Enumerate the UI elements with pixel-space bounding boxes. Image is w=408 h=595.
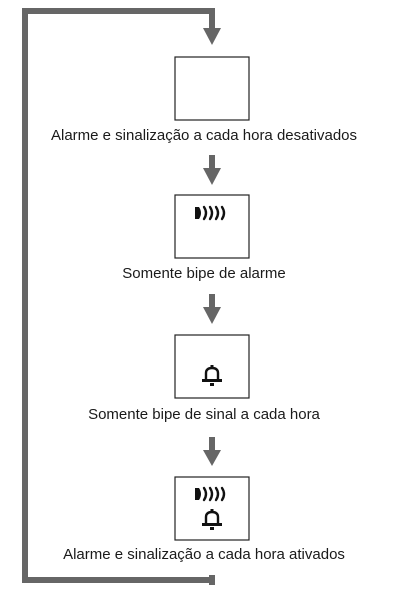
state-label-off: Alarme e sinalização a cada hora desativ… xyxy=(50,127,357,144)
bell-icon xyxy=(202,365,222,386)
arrow-shaft-2 xyxy=(209,294,215,308)
loop-return-line xyxy=(22,8,215,583)
arrow-down-icon xyxy=(203,450,221,466)
state-label-both: Alarme e sinalização a cada hora ativado… xyxy=(63,546,345,563)
state-box-alarm xyxy=(174,194,250,259)
alarm-sound-icon xyxy=(195,486,226,502)
bell-icon xyxy=(202,509,222,530)
loop-bottom-tick xyxy=(209,575,215,585)
state-box-both xyxy=(174,476,250,541)
arrow-shaft-3 xyxy=(209,437,215,451)
state-label-alarm: Somente bipe de alarme xyxy=(122,265,286,282)
arrow-down-icon xyxy=(203,307,221,324)
state-label-signal: Somente bipe de sinal a cada hora xyxy=(88,406,320,423)
alarm-sound-icon xyxy=(195,205,226,221)
arrow-shaft-1 xyxy=(209,155,215,169)
arrow-down-icon xyxy=(203,28,221,45)
state-box-off xyxy=(174,56,250,121)
arrow-down-icon xyxy=(203,168,221,185)
